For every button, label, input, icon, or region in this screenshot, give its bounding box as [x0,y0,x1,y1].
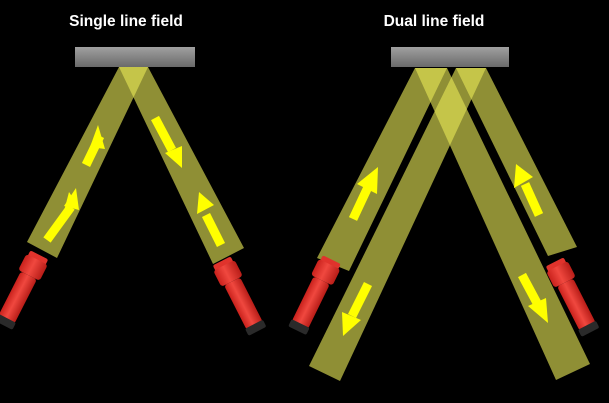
dual-line-title: Dual line field [384,13,485,30]
beam-band [309,68,486,381]
arrow-shaft [201,212,226,248]
flashlight-icon [288,255,341,335]
dual-reflector [391,47,509,67]
single-left-beam [27,67,148,258]
arrow-icon [342,312,361,336]
arrow-icon [64,188,79,210]
flashlight-icon [213,257,266,336]
arrow-shaft [43,204,75,243]
arrow-shaft [518,272,541,306]
arrow-icon [514,164,533,188]
dual-beams [309,68,590,381]
arrow-icon [197,192,214,214]
arrow-icon [528,298,548,323]
arrow-shaft [520,182,544,217]
flashlight-icon [546,258,599,337]
arrow-shaft [151,115,176,153]
arrow-icon [165,146,182,168]
arrow-shaft [348,185,373,221]
single-right-beam [119,67,244,264]
arrow-shaft [81,134,105,167]
flashlight-icon [0,251,48,330]
beam-band [456,68,577,256]
arrow-icon [357,167,378,194]
arrow-shaft [347,281,373,319]
single-reflector [75,47,195,67]
single-line-title: Single line field [69,13,183,30]
beam-band [317,68,447,271]
